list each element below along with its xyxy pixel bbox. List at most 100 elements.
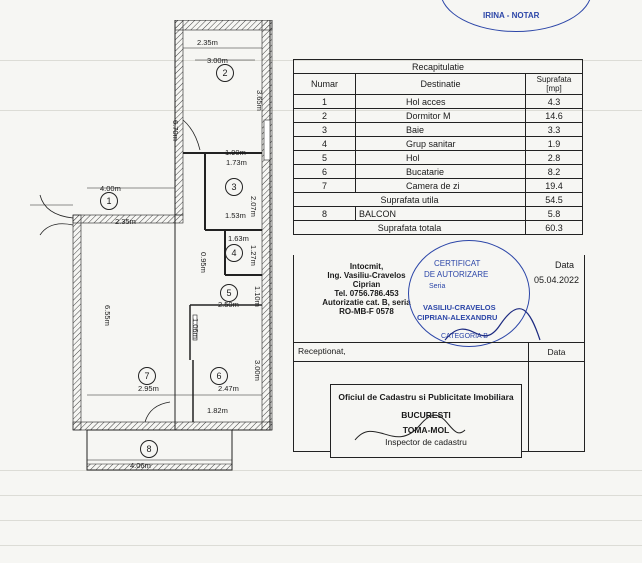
header-dest: Destinatie [355,73,526,95]
dim-wc-top: 1.63m [228,234,249,243]
author-line: Ing. Vasiliu-Cravelos [327,271,406,280]
dim-left-room2: 6.70m [171,120,180,141]
room-number: 7 [138,367,156,385]
dim-door-bottom: 1.82m [207,406,228,415]
header-area: Suprafata [mp] [525,73,583,95]
dim-room6-width: 2.47m [218,384,239,393]
ocpi-line: TOMA-MOL [402,425,450,435]
author-line: Intocmit, [349,262,384,271]
signature-scribble [444,308,541,341]
dim-kitchen-side: 3.00m [253,360,262,381]
author-line: RO-MB-F 0578 [339,307,394,316]
totala-label: Suprafata totala [293,220,526,235]
author-line: Ciprian [352,280,381,289]
receptionat-label: Receptionat, [298,346,346,356]
floor-plan [30,20,273,471]
row-area: 19.4 [525,178,583,193]
row-dest: Grup sanitar [355,136,526,151]
dim-bath-bottom: 1.53m [225,211,246,220]
stamp-text: Seria [429,283,446,290]
author-line: Autorizatie cat. B, seria [322,298,411,307]
dim-door-small: 1.06m [191,318,200,339]
ocpi-stamp-box: Oficiul de Cadastru si Publicitate Imobi… [330,384,522,458]
background-text-line [0,520,642,521]
stamp-text: CERTIFICAT [434,259,481,268]
row-num: 3 [293,122,356,137]
row-area: 1.9 [525,136,583,151]
stamp-text: CIPRIAN-ALEXANDRU [417,313,498,322]
dim-left-long: 6.55m [103,305,112,326]
room-number: 6 [210,367,228,385]
stamp-text: DE AUTORIZARE [424,270,489,279]
row-dest: Hol acces [355,94,526,109]
recap-title: Recapitulatie [293,59,583,74]
stamp-area: Data 05.04.2022 [439,255,584,342]
dim-bath-side: 2.07m [249,196,258,217]
dim-top-inner: 3.00m [207,56,228,65]
ocpi-line: Oficiul de Cadastru si Publicitate Imobi… [338,392,514,402]
ocpi-line: Inspector de cadastru [385,437,467,447]
row-dest: Dormitor M [355,108,526,123]
stamp-text: CATEGORIA B [441,333,488,340]
notary-stamp: IRINA - NOTAR [440,0,592,32]
stamp-text: IRINA - NOTAR [483,11,540,20]
author-info: Intocmit, Ing. Vasiliu-Cravelos Ciprian … [294,255,439,342]
row-area: 14.6 [525,108,583,123]
dim-right-room2: 3.65m [255,90,264,111]
row-area: 2.8 [525,150,583,165]
stamp-text: VASILIU-CRAVELOS [423,303,496,312]
row-num: 2 [293,108,356,123]
row-num: 7 [293,178,356,193]
row-area: 8.2 [525,164,583,179]
receptionat-date: Data [528,343,584,361]
date-label: Data [554,260,574,270]
background-text-line [0,470,642,471]
totala-value: 60.3 [525,220,583,235]
dim-wc-left: 0.95m [199,252,208,273]
dim-entry-inner: 2.35m [115,217,136,226]
room-number: 5 [220,284,238,302]
row-area: 3.3 [525,122,583,137]
room-number: 4 [225,244,243,262]
row-dest: Hol [355,150,526,165]
background-text-line [0,495,642,496]
header-num: Numar [293,73,356,95]
row-area: 4.3 [525,94,583,109]
dim-balcony-width: 4.06m [130,461,151,470]
receptionat-row: Receptionat, Data [293,342,585,362]
date-value: 05.04.2022 [533,275,579,285]
dim-hol-width: 2.50m [218,300,239,309]
room-number: 3 [225,178,243,196]
dim-room7-width: 2.95m [138,384,159,393]
row-dest: Camera de zi [355,178,526,193]
dim-hol-side: 1.10m [253,286,262,307]
row-dest: Bucatarie [355,164,526,179]
dim-top-outer: 2.35m [197,38,218,47]
dim-wc-side: 1.27m [249,245,258,266]
recap-table: Recapitulatie Numar Destinatie Suprafata… [293,59,583,235]
row-num: 1 [293,94,356,109]
room-number: 2 [216,64,234,82]
signature-scribble [354,414,466,441]
row-num: 5 [293,150,356,165]
balcon-label: BALCON [355,206,526,221]
authorization-stamp: CERTIFICAT DE AUTORIZARE Seria VASILIU-C… [408,240,530,347]
dim-bath-top: 1.73m [226,158,247,167]
author-line: Tel. 0756.786.453 [334,289,399,298]
utila-value: 54.5 [525,192,583,207]
dim-hall-top: 1.90m [225,148,246,157]
room-number: 8 [140,440,158,458]
balcon-value: 5.8 [525,206,583,221]
row-num: 6 [293,164,356,179]
utila-label: Suprafata utila [293,192,526,207]
row-dest: Baie [355,122,526,137]
row-num: 4 [293,136,356,151]
